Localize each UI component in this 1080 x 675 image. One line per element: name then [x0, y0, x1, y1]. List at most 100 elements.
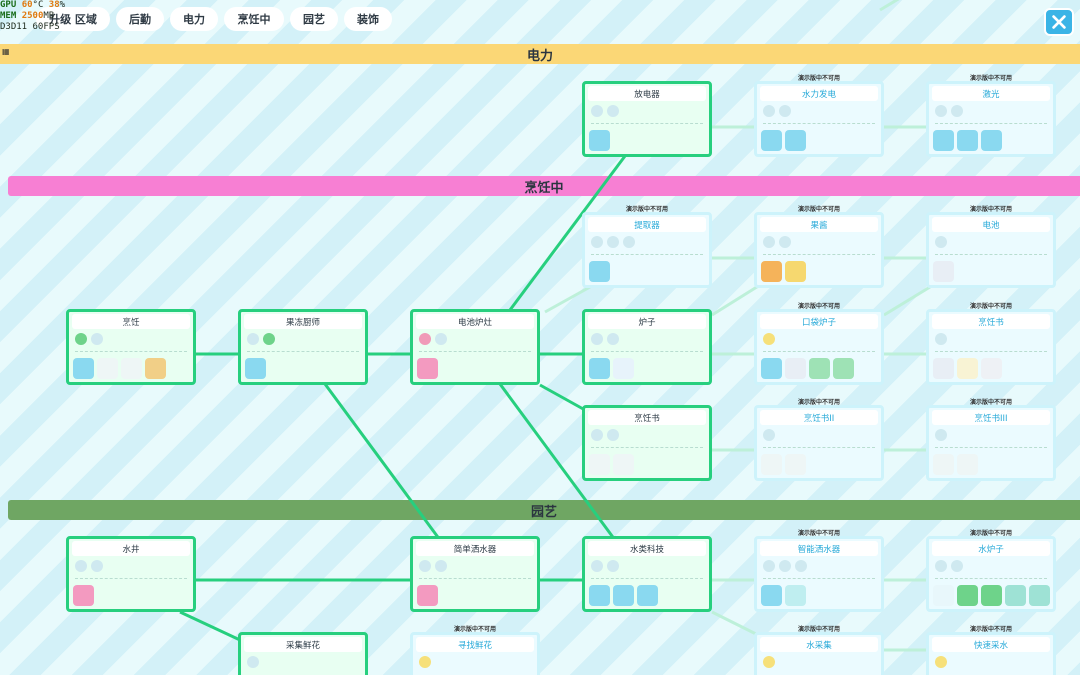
- ingredient-icon: [591, 429, 603, 441]
- mem-label: MEM: [0, 11, 17, 21]
- machine-icon: [73, 358, 94, 379]
- ingredient-icon: [91, 560, 103, 572]
- item-icon: [981, 585, 1002, 606]
- tab-upgrade-area[interactable]: 升级 区域: [36, 7, 110, 31]
- tech-node-water-collect[interactable]: 水采集: [754, 632, 884, 675]
- node-requirements: [75, 333, 103, 345]
- node-title: 激光: [932, 86, 1050, 101]
- ingredient-icon: [763, 105, 775, 117]
- item-icon: [613, 585, 634, 606]
- tool-icon: [933, 454, 954, 475]
- item-icon: [957, 358, 978, 379]
- node-unlocks: [761, 585, 806, 606]
- demo-unavailable-label: 演示版中不可用: [969, 206, 1012, 213]
- tech-node-jelly-chef[interactable]: 果冻厨师: [238, 309, 368, 385]
- tab-cooking[interactable]: 烹饪中: [224, 7, 284, 31]
- node-title: 果冻厨师: [244, 314, 362, 329]
- node-title: 电池: [932, 217, 1050, 232]
- tech-node-pocket-furnace[interactable]: 口袋炉子: [754, 309, 884, 385]
- connector-line: [539, 383, 586, 412]
- battery-icon: [785, 358, 806, 379]
- tech-node-cookbook-2[interactable]: 烹饪书II: [754, 405, 884, 481]
- demo-unavailable-label: 演示版中不可用: [797, 399, 840, 406]
- machine-icon: [761, 358, 782, 379]
- battery-icon: [933, 358, 954, 379]
- node-requirements: [935, 429, 947, 441]
- tech-node-water-tech[interactable]: 水类科技: [582, 536, 712, 612]
- ingredient-icon: [763, 236, 775, 248]
- ingredient-icon: [247, 656, 259, 668]
- tech-node-laser[interactable]: 激光: [926, 81, 1056, 157]
- gpu-label: GPU: [0, 0, 17, 10]
- well-icon: [73, 585, 94, 606]
- demo-unavailable-label: 演示版中不可用: [797, 626, 840, 633]
- tool-icon: [761, 454, 782, 475]
- tab-power[interactable]: 电力: [170, 7, 218, 31]
- tech-node-extractor[interactable]: 提取器: [582, 212, 712, 288]
- tech-node-discharger[interactable]: 放电器: [582, 81, 712, 157]
- node-unlocks: [589, 130, 610, 151]
- node-unlocks: [417, 358, 438, 379]
- demo-unavailable-label: 演示版中不可用: [797, 530, 840, 537]
- tech-node-pick-flowers[interactable]: 采集鲜花: [238, 632, 368, 675]
- tool-icon: [613, 454, 634, 475]
- demo-unavailable-label: 演示版中不可用: [969, 399, 1012, 406]
- ingredient-icon: [591, 236, 603, 248]
- demo-unavailable-label: 演示版中不可用: [969, 626, 1012, 633]
- machine-icon: [613, 358, 634, 379]
- tech-node-cooking[interactable]: 烹饪: [66, 309, 196, 385]
- ingredient-icon: [951, 105, 963, 117]
- close-button[interactable]: [1044, 8, 1074, 36]
- tech-node-cookbook[interactable]: 烹饪书: [582, 405, 712, 481]
- tool-icon: [957, 454, 978, 475]
- section-band-power: 电力: [0, 44, 1080, 64]
- node-title: 口袋炉子: [760, 314, 878, 329]
- performance-overlay: GPU 60°C 38% MEM 2500MB D3D11 60FPS: [0, 0, 65, 33]
- node-unlocks: [761, 454, 806, 475]
- ingredient-icon: [75, 333, 87, 345]
- node-title: 水类科技: [588, 541, 706, 556]
- node-title: 水采集: [760, 637, 878, 652]
- tab-gardening[interactable]: 园艺: [290, 7, 338, 31]
- node-title: 烹饪书: [932, 314, 1050, 329]
- connector-line: [508, 155, 627, 311]
- machine-icon: [957, 130, 978, 151]
- tab-logistics[interactable]: 后勤: [116, 7, 164, 31]
- demo-unavailable-label: 演示版中不可用: [969, 75, 1012, 82]
- node-title: 果酱: [760, 217, 878, 232]
- node-unlocks: [73, 358, 166, 379]
- machine-icon: [589, 130, 610, 151]
- tech-node-cookbook-top[interactable]: 烹饪书: [926, 309, 1056, 385]
- tech-node-find-flowers[interactable]: 寻找鲜花: [410, 632, 540, 675]
- tech-node-battery-stove[interactable]: 电池炉灶: [410, 309, 540, 385]
- tech-node-simple-sprinkler[interactable]: 简单洒水器: [410, 536, 540, 612]
- ingredient-icon: [763, 560, 775, 572]
- tech-node-furnace[interactable]: 炉子: [582, 309, 712, 385]
- ingredient-icon: [591, 560, 603, 572]
- machine-icon: [785, 130, 806, 151]
- tool-icon: [121, 358, 142, 379]
- demo-unavailable-label: 演示版中不可用: [969, 303, 1012, 310]
- ingredient-icon: [435, 333, 447, 345]
- section-band-cooking: 烹饪中: [8, 176, 1080, 196]
- tech-node-cookbook-3[interactable]: 烹饪书III: [926, 405, 1056, 481]
- node-title: 水井: [72, 541, 190, 556]
- ingredient-icon: [263, 333, 275, 345]
- ingredient-icon: [607, 236, 619, 248]
- tech-node-fast-water[interactable]: 快速采水: [926, 632, 1056, 675]
- tech-node-battery[interactable]: 电池: [926, 212, 1056, 288]
- connector-line: [498, 383, 617, 541]
- node-unlocks: [589, 358, 634, 379]
- tech-node-smart-sprinkler[interactable]: 智能洒水器: [754, 536, 884, 612]
- tech-node-hydro[interactable]: 水力发电: [754, 81, 884, 157]
- tech-node-jam[interactable]: 果酱: [754, 212, 884, 288]
- tab-decoration[interactable]: 装饰: [344, 7, 392, 31]
- grid-icon: ▦: [2, 47, 10, 56]
- ingredient-icon: [247, 333, 259, 345]
- node-requirements: [763, 105, 791, 117]
- tech-node-well[interactable]: 水井: [66, 536, 196, 612]
- node-title: 简单洒水器: [416, 541, 534, 556]
- node-requirements: [591, 429, 619, 441]
- tech-node-water-furnace[interactable]: 水炉子: [926, 536, 1056, 612]
